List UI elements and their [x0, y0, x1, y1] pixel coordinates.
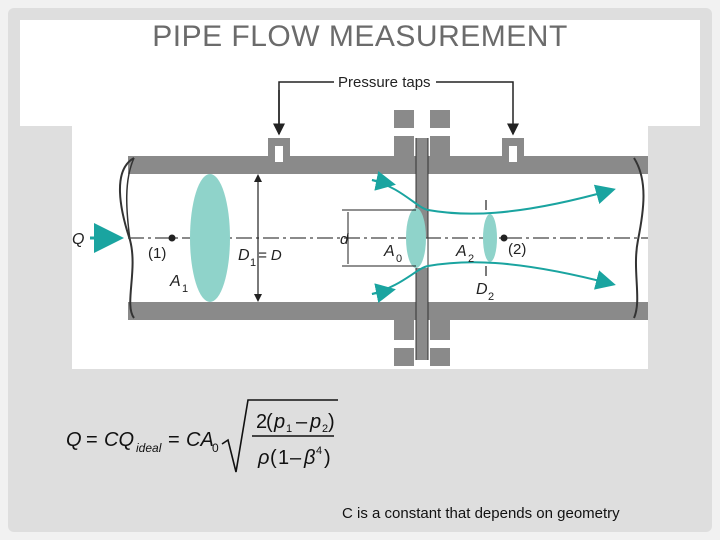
area-a0-ellipse — [406, 208, 426, 268]
d1-equals-d: = D — [258, 247, 282, 264]
pipe-walls — [128, 156, 648, 320]
a2-label: A — [455, 243, 467, 260]
d2-label: D — [476, 281, 488, 298]
formula-ca-subscript: 0 — [212, 441, 219, 455]
formula-p1: p — [273, 411, 285, 433]
formula-beta-exponent: 4 — [316, 445, 322, 457]
formula-ca: CA — [186, 429, 214, 451]
formula-minus: – — [296, 411, 308, 433]
formula-paren-close: ) — [328, 411, 335, 433]
q-label: Q — [72, 231, 84, 248]
formula-paren-open: ( — [266, 411, 273, 433]
formula-one: 1 — [278, 447, 289, 469]
formula-den-paren-open: ( — [270, 447, 277, 469]
formula-q: Q — [66, 429, 82, 451]
station-2-label: (2) — [508, 241, 526, 258]
a2-subscript: 2 — [468, 253, 474, 265]
area-a2-ellipse — [483, 214, 497, 262]
d1-label: D — [238, 247, 250, 264]
flanges — [394, 110, 450, 366]
formula-radical — [221, 399, 338, 473]
station-1-point — [168, 234, 176, 242]
formula-eq-1: = — [86, 429, 98, 451]
pipe-right-end — [633, 157, 645, 319]
formula-eq-2: = — [168, 429, 180, 451]
orifice-meter-diagram: Pressure taps Q (1) (2) — [72, 60, 648, 369]
station-2-point — [500, 234, 508, 242]
d2-subscript: 2 — [488, 291, 494, 303]
a0-label: A — [383, 243, 395, 260]
a1-subscript: 1 — [182, 283, 188, 295]
slide-title: PIPE FLOW MEASUREMENT — [152, 20, 568, 53]
area-a1-ellipse — [190, 174, 230, 302]
streamlines — [371, 171, 616, 303]
formula-cq: CQ — [104, 429, 134, 451]
a1-label: A — [169, 273, 181, 290]
formula-p2: p — [309, 411, 321, 433]
d-label: d — [340, 231, 349, 248]
orifice-flow-formula: Q = CQ ideal = CA 0 2 ( p 1 – p 2 ) ρ ( … — [62, 396, 352, 480]
formula-den-paren-close: ) — [324, 447, 331, 469]
station-1-label: (1) — [148, 245, 166, 262]
formula-num-2: 2 — [256, 411, 267, 433]
formula-p2-subscript: 2 — [322, 423, 328, 435]
formula-rho: ρ — [257, 447, 269, 469]
pressure-taps-label: Pressure taps — [338, 74, 431, 91]
formula-beta: β — [303, 447, 315, 469]
a0-subscript: 0 — [396, 253, 402, 265]
formula-ideal: ideal — [136, 441, 162, 455]
d1-subscript: 1 — [250, 257, 256, 269]
caption: C is a constant that depends on geometry — [342, 505, 620, 522]
formula-den-minus: – — [290, 447, 302, 469]
formula-p1-subscript: 1 — [286, 423, 292, 435]
